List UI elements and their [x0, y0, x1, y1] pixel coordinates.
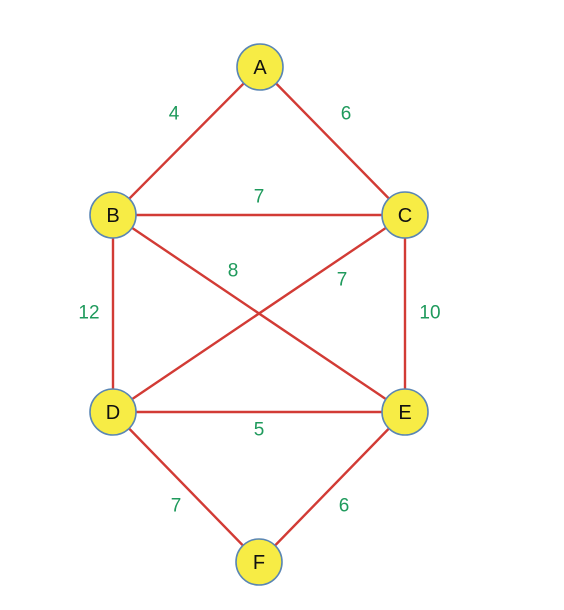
nodes-layer: A B C D E F [89, 43, 429, 586]
edge-weight-d-f: 7 [171, 496, 182, 517]
node-circle [236, 43, 284, 91]
edge-a-b [111, 65, 262, 217]
edge-weight-b-d: 12 [78, 303, 99, 324]
node-e: E [381, 388, 429, 436]
edge-e-f [257, 410, 407, 564]
node-f: F [235, 538, 283, 586]
edges-layer [111, 65, 407, 564]
node-label: A [253, 57, 267, 79]
edge-weight-c-d: 7 [337, 270, 348, 291]
edge-a-c [258, 65, 407, 217]
node-b: B [89, 191, 137, 239]
edge-weight-e-f: 6 [339, 496, 350, 517]
edge-weights-layer: 4 6 7 8 7 12 10 5 7 6 [78, 104, 440, 517]
edge-weight-b-e: 8 [228, 261, 239, 282]
node-c: C [381, 191, 429, 239]
node-d: D [89, 388, 137, 436]
node-circle [235, 538, 283, 586]
edge-weight-a-c: 6 [341, 104, 352, 125]
edge-weight-b-c: 7 [254, 187, 265, 208]
node-label: B [106, 205, 119, 227]
node-a: A [236, 43, 284, 91]
node-circle [381, 388, 429, 436]
node-circle [89, 388, 137, 436]
node-label: E [398, 402, 411, 424]
node-circle [89, 191, 137, 239]
node-label: F [253, 552, 265, 574]
edge-weight-c-e: 10 [419, 303, 440, 324]
edge-weight-a-b: 4 [169, 104, 180, 125]
node-label: C [398, 205, 412, 227]
edge-c-d [111, 213, 407, 414]
edge-weight-d-e: 5 [254, 420, 265, 441]
node-label: D [106, 402, 120, 424]
edge-d-f [111, 410, 261, 564]
node-circle [381, 191, 429, 239]
